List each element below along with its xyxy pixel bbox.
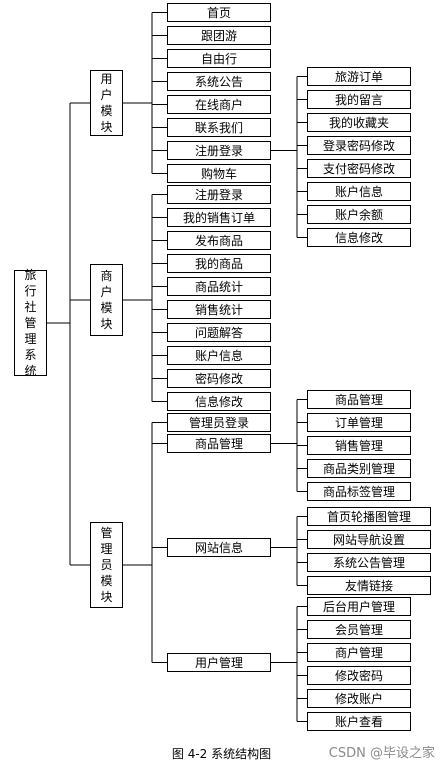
figure-caption: 图 4-2 系统结构图 bbox=[171, 747, 272, 761]
module-merchant-item-5: 销售统计 bbox=[167, 300, 271, 319]
module-merchant-item-1: 我的销售订单 bbox=[167, 208, 271, 227]
module-admin-item-2-sub-2: 系统公告管理 bbox=[307, 553, 431, 572]
module-user-item-2: 自由行 bbox=[167, 49, 271, 68]
module-user-item-4: 在线商户 bbox=[167, 95, 271, 114]
module-merchant-label: 商户模块 bbox=[100, 269, 113, 331]
module-user-item-1: 跟团游 bbox=[167, 26, 271, 45]
module-merchant-item-0: 注册登录 bbox=[167, 185, 271, 204]
module-user-item-7: 购物车 bbox=[167, 164, 271, 183]
module-admin-item-1-sub-1: 订单管理 bbox=[307, 413, 411, 432]
module-merchant-item-7: 账户信息 bbox=[167, 346, 271, 365]
module-merchant-item-8: 密码修改 bbox=[167, 369, 271, 388]
module-user-item-6-sub-3: 登录密码修改 bbox=[307, 136, 411, 155]
module-admin-item-1-sub-4: 商品标签管理 bbox=[307, 482, 411, 501]
module-merchant-item-2: 发布商品 bbox=[167, 231, 271, 250]
module-admin-item-2-sub-1: 网站导航设置 bbox=[307, 530, 431, 549]
module-admin-item-1-sub-2: 销售管理 bbox=[307, 436, 411, 455]
module-merchant: 商户模块 bbox=[90, 264, 123, 336]
module-admin: 管理员模块 bbox=[90, 522, 123, 608]
module-user-item-6-sub-7: 信息修改 bbox=[307, 228, 411, 247]
module-admin-item-2-sub-3: 友情链接 bbox=[307, 576, 431, 595]
module-admin-item-3-sub-1: 会员管理 bbox=[307, 620, 411, 639]
module-user-item-6-sub-5: 账户信息 bbox=[307, 182, 411, 201]
module-admin-item-3-sub-0: 后台用户管理 bbox=[307, 597, 411, 616]
module-user-item-6-sub-2: 我的收藏夹 bbox=[307, 113, 411, 132]
module-admin-item-3-sub-5: 账户查看 bbox=[307, 712, 411, 731]
module-admin-item-3-sub-3: 修改密码 bbox=[307, 666, 411, 685]
watermark: CSDN @毕设之家 bbox=[328, 746, 435, 761]
module-user-item-0: 首页 bbox=[167, 3, 271, 22]
module-user-item-3: 系统公告 bbox=[167, 72, 271, 91]
module-user-item-6: 注册登录 bbox=[167, 141, 271, 160]
module-user-item-6-sub-1: 我的留言 bbox=[307, 90, 411, 109]
root-node-travel-agency-system: 旅行社管理系统 bbox=[14, 268, 47, 378]
module-user: 用户模块 bbox=[90, 70, 123, 136]
module-admin-item-3: 用户管理 bbox=[167, 653, 271, 672]
module-admin-item-2: 网站信息 bbox=[167, 538, 271, 557]
module-admin-label: 管理员模块 bbox=[100, 526, 113, 604]
module-admin-item-1: 商品管理 bbox=[167, 434, 271, 453]
module-user-item-6-sub-0: 旅游订单 bbox=[307, 67, 411, 86]
module-admin-item-3-sub-4: 修改账户 bbox=[307, 689, 411, 708]
module-admin-item-0: 管理员登录 bbox=[167, 413, 271, 432]
module-user-label: 用户模块 bbox=[100, 72, 113, 134]
module-merchant-item-3: 我的商品 bbox=[167, 254, 271, 273]
module-merchant-item-9: 信息修改 bbox=[167, 392, 271, 411]
module-admin-item-1-sub-3: 商品类别管理 bbox=[307, 459, 411, 478]
module-merchant-item-6: 问题解答 bbox=[167, 323, 271, 342]
module-merchant-item-4: 商品统计 bbox=[167, 277, 271, 296]
module-admin-item-1-sub-0: 商品管理 bbox=[307, 390, 411, 409]
root-node-travel-agency-system-label: 旅行社管理系统 bbox=[24, 268, 37, 378]
module-user-item-6-sub-6: 账户余额 bbox=[307, 205, 411, 224]
module-admin-item-3-sub-2: 商户管理 bbox=[307, 643, 411, 662]
module-admin-item-2-sub-0: 首页轮播图管理 bbox=[307, 507, 431, 526]
module-user-item-6-sub-4: 支付密码修改 bbox=[307, 159, 411, 178]
module-user-item-5: 联系我们 bbox=[167, 118, 271, 137]
